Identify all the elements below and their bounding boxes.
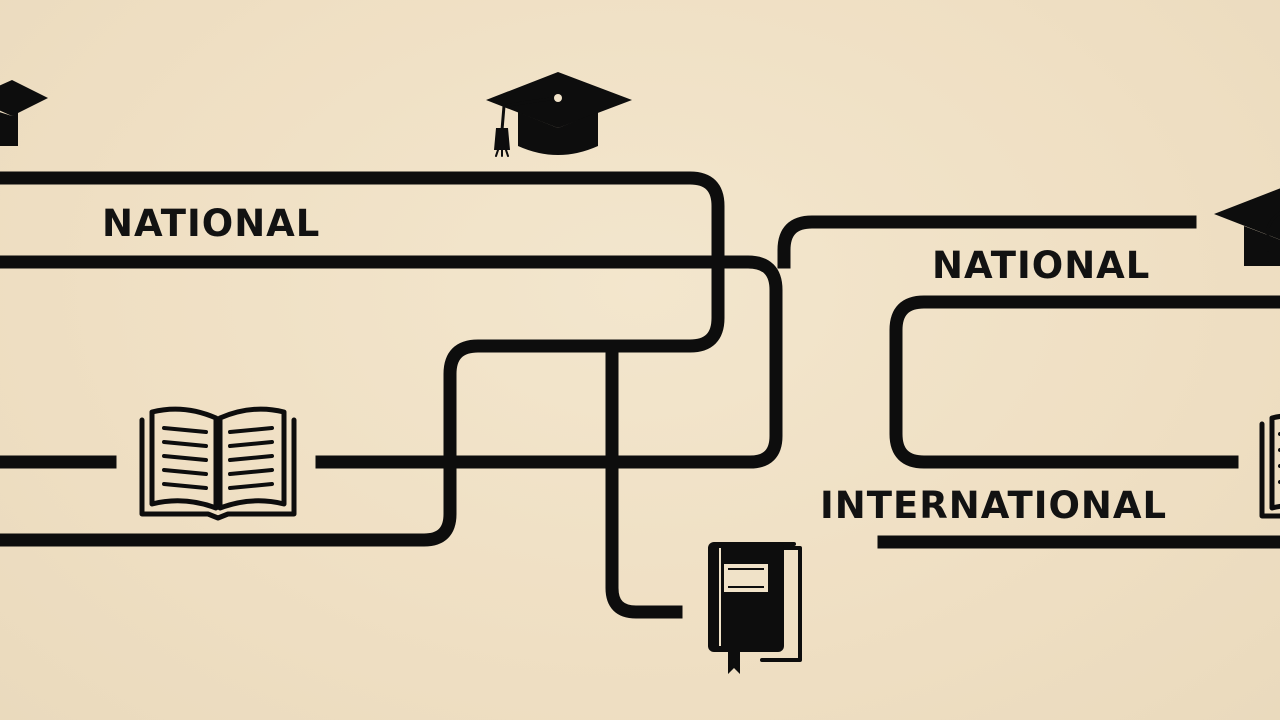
graduation-cap-icon (0, 80, 48, 146)
label-national-left: NATIONAL (102, 202, 320, 245)
path-national-right (777, 215, 1197, 269)
graduation-cap-icon (1214, 188, 1280, 266)
open-book-icon (139, 406, 297, 521)
pathways (0, 171, 1280, 619)
open-book-icon (1259, 413, 1280, 519)
path-national-top (0, 171, 725, 547)
label-international: INTERNATIONAL (820, 484, 1167, 527)
label-national-right: NATIONAL (932, 244, 1150, 287)
path-national-bottom (0, 255, 783, 469)
closed-book-icon (708, 542, 802, 674)
path-to-closed-book (605, 345, 683, 619)
path-right-loop (889, 295, 1280, 469)
graduation-cap-icon (486, 72, 632, 157)
